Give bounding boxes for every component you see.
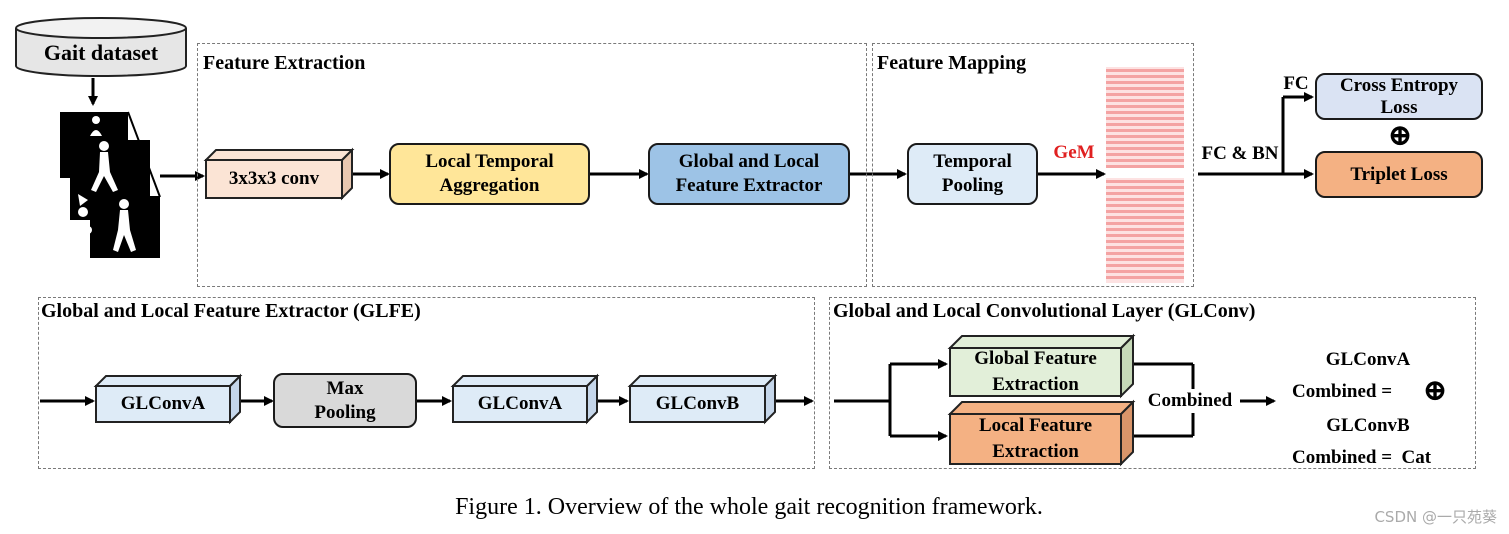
stripe	[1106, 87, 1184, 90]
stripe	[1106, 246, 1184, 249]
feature-stripes	[1106, 67, 1184, 283]
max-pooling-box: Max Pooling	[273, 373, 417, 428]
stripe	[1106, 210, 1184, 213]
glconv-panel-title: Global and Local Convolutional Layer (GL…	[833, 300, 1256, 322]
combined-eq-b: Combined = Cat	[1292, 447, 1432, 468]
stripe	[1106, 99, 1184, 102]
glfe-panel-title: Global and Local Feature Extractor (GLFE…	[41, 300, 421, 322]
global-feature-cube	[947, 333, 1136, 399]
glconva-eq-label: GLConvA	[1325, 349, 1411, 370]
temporal-pooling-box: Temporal Pooling	[907, 143, 1038, 205]
glconva-label-1: GLConvA	[120, 393, 206, 414]
stripe	[1106, 117, 1184, 120]
local-feature-extraction-label: Local Feature Extraction	[978, 415, 1093, 462]
local-temporal-aggregation-box: Local Temporal Aggregation	[389, 143, 590, 205]
stripe	[1106, 159, 1184, 162]
stripe	[1106, 165, 1184, 168]
stripe	[1106, 204, 1184, 207]
plus-symbol: ⊕	[1387, 119, 1413, 152]
stripe	[1106, 186, 1184, 189]
stripe	[1106, 198, 1184, 201]
silhouette-frames	[60, 111, 161, 258]
fc-label: FC	[1283, 73, 1309, 94]
global-local-feature-extractor-box: Global and Local Feature Extractor	[648, 143, 850, 205]
stripe	[1106, 228, 1184, 231]
stripe	[1106, 147, 1184, 150]
glconvb-label: GLConvB	[655, 393, 740, 414]
local-feature-cube	[947, 399, 1136, 467]
glconva-cube-2	[450, 373, 600, 425]
fc-bn-label: FC & BN	[1201, 143, 1279, 164]
database-icon	[15, 17, 187, 77]
glconv-panel	[829, 297, 1476, 469]
stripe	[1106, 69, 1184, 72]
stripe	[1106, 216, 1184, 219]
stripe	[1106, 93, 1184, 96]
gem-label: GeM	[1053, 142, 1095, 163]
stripe	[1106, 81, 1184, 84]
global-feature-extraction-label: Global Feature Extraction	[974, 348, 1097, 395]
dataset-label: Gait dataset	[43, 40, 159, 65]
stripe	[1106, 270, 1184, 273]
figure-caption: Figure 1. Overview of the whole gait rec…	[455, 494, 1043, 520]
stripe	[1106, 252, 1184, 255]
stripe	[1106, 234, 1184, 237]
stripe	[1106, 135, 1184, 138]
watermark: CSDN @一只苑葵	[1374, 508, 1497, 526]
glconvb-cube	[627, 373, 778, 425]
glconva-plus-symbol: ⊕	[1422, 374, 1448, 407]
triplet-loss-box: Triplet Loss	[1315, 151, 1483, 198]
glconva-cube-1	[93, 373, 243, 425]
combined-label: Combined	[1140, 389, 1240, 413]
conv-label: 3x3x3 conv	[228, 168, 320, 189]
stripe	[1106, 75, 1184, 78]
feature-extraction-title: Feature Extraction	[203, 52, 366, 74]
feature-mapping-title: Feature Mapping	[877, 52, 1027, 74]
stripe	[1106, 240, 1184, 243]
combined-eq-a: Combined =	[1292, 381, 1393, 402]
stripe	[1106, 141, 1184, 144]
glconva-label-2: GLConvA	[477, 393, 563, 414]
stripe	[1106, 192, 1184, 195]
cross-entropy-loss-box: Cross Entropy Loss	[1315, 73, 1483, 120]
stripe	[1106, 123, 1184, 126]
stripe	[1106, 276, 1184, 279]
glconvb-eq-label: GLConvB	[1326, 415, 1410, 436]
stripe	[1106, 264, 1184, 267]
stripe	[1106, 180, 1184, 183]
stripe	[1106, 153, 1184, 156]
stripe	[1106, 222, 1184, 225]
feature-extraction-panel	[197, 43, 867, 287]
feature-mapping-panel	[872, 43, 1194, 287]
stripe	[1106, 105, 1184, 108]
stripe	[1106, 129, 1184, 132]
conv-cube	[203, 147, 355, 201]
stripe	[1106, 258, 1184, 261]
stripe	[1106, 111, 1184, 114]
glfe-panel	[38, 297, 815, 469]
